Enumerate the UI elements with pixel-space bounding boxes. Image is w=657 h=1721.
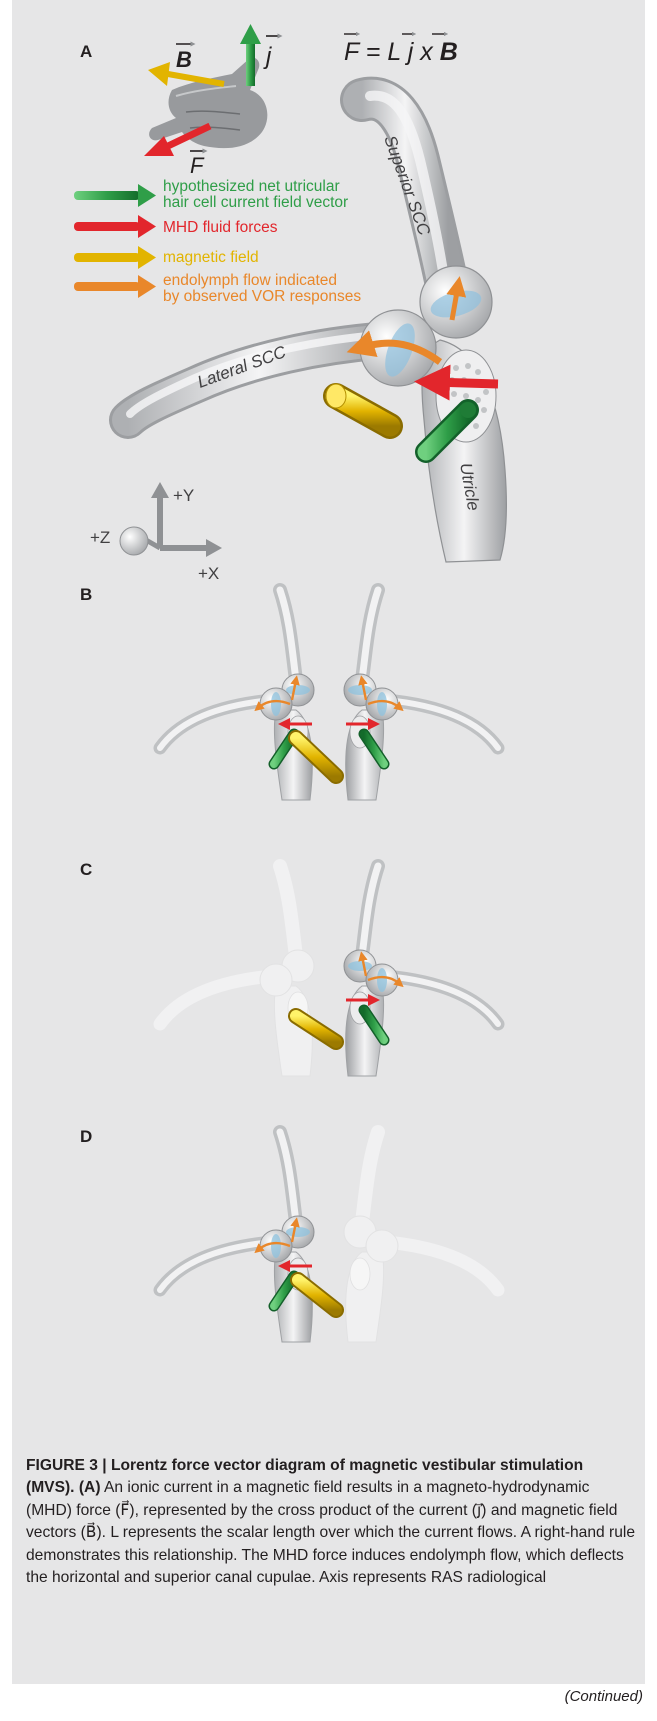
- hand-label-j: j: [263, 43, 272, 70]
- legend-swatch-green: [74, 184, 156, 207]
- eq-x: x: [413, 38, 439, 66]
- legend-label-endolymph-1: endolymph flow indicated: [163, 272, 337, 289]
- legend-label-mhd: MHD fluid forces: [163, 219, 278, 236]
- eq-equals-l: = L: [359, 38, 408, 66]
- legend-swatch-red: [74, 215, 156, 238]
- panel-d-labyrinths: [160, 1132, 498, 1342]
- axis-label-z: +Z: [90, 528, 110, 547]
- svg-text:F = L j x B: F = L j x B: [344, 38, 458, 66]
- lorentz-equation: F = L j x B: [344, 34, 458, 66]
- legend-swatch-orange: [74, 275, 156, 298]
- hand-label-f: F: [190, 153, 205, 178]
- legend: hypothesized net utricular hair cell cur…: [74, 178, 361, 305]
- caption-continued: (Continued): [565, 1688, 643, 1705]
- caption-panel-a: (A): [79, 1479, 101, 1496]
- legend-label-current-2: hair cell current field vector: [163, 194, 348, 211]
- panel-c-labyrinths: [160, 866, 498, 1076]
- axis-label-y: +Y: [173, 486, 194, 505]
- eq-b: B: [440, 38, 458, 66]
- axis-triad: +Y +Z +X: [90, 482, 222, 583]
- legend-swatch-yellow: [74, 246, 156, 269]
- figure-caption: FIGURE 3 | Lorentz force vector diagram …: [26, 1455, 636, 1589]
- hand-label-b: B: [176, 47, 192, 72]
- caption-body: An ionic current in a magnetic field res…: [26, 1479, 635, 1586]
- legend-label-magnetic: magnetic field: [163, 249, 259, 266]
- legend-label-endolymph-2: by observed VOR responses: [163, 288, 361, 305]
- figure-diagram: B j F F = L j x B hypothesized net utric…: [0, 0, 657, 1440]
- panel-b-labyrinths: [160, 590, 498, 800]
- legend-label-current-1: hypothesized net utricular: [163, 178, 340, 195]
- axis-label-x: +X: [198, 564, 219, 583]
